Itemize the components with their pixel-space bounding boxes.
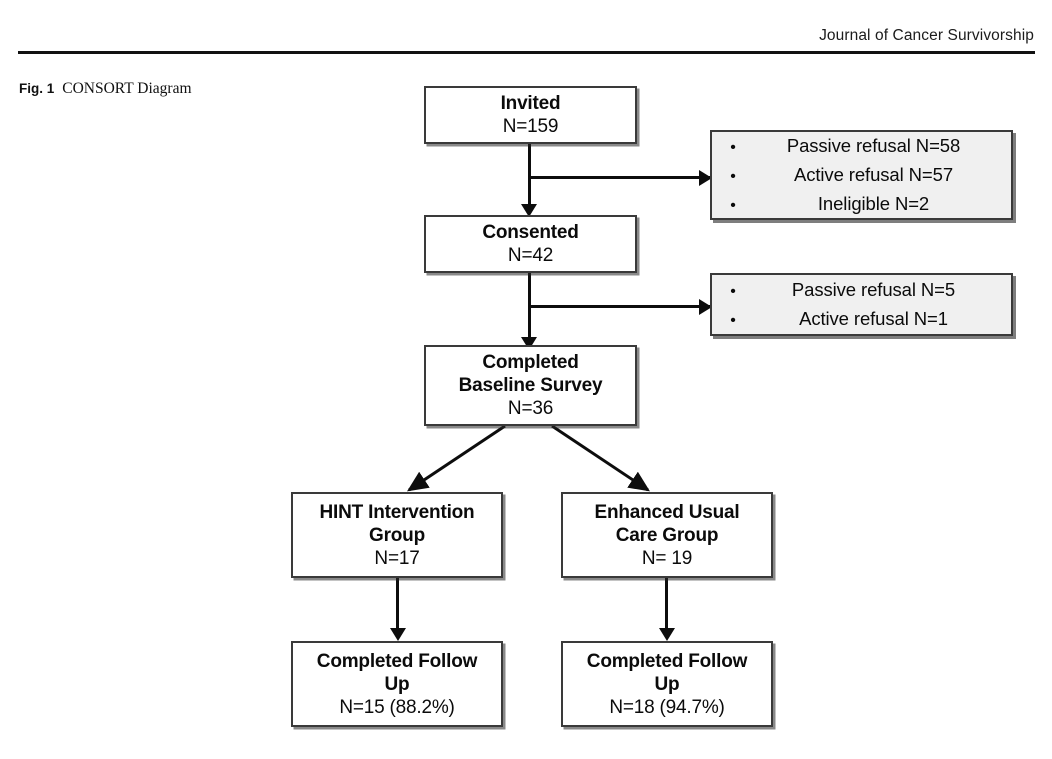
exclusion-item-text: Passive refusal N=58 <box>786 134 961 156</box>
node-invited-count: N=159 <box>502 116 559 137</box>
figure-caption: Fig. 1 CONSORT Diagram <box>19 80 192 98</box>
node-baseline-title-line2: Baseline Survey <box>458 375 603 396</box>
node-baseline-title-line1: Completed <box>482 352 579 373</box>
figure-title: CONSORT Diagram <box>62 80 192 97</box>
node-hint-followup-count: N=15 (88.2%) <box>339 696 455 718</box>
exclusion-item-text: Active refusal N=1 <box>799 307 948 329</box>
bullet-icon: • <box>730 282 736 300</box>
node-hint-title-line1: HINT Intervention <box>319 501 475 523</box>
bullet-icon: • <box>730 138 736 156</box>
connector-consented-to-exclusion2 <box>528 305 710 308</box>
bullet-icon: • <box>730 196 736 214</box>
running-head: Journal of Cancer Survivorship <box>819 27 1034 44</box>
node-euc-followup-title-line2: Up <box>654 673 680 695</box>
exclusion-item-text: Passive refusal N=5 <box>791 278 956 300</box>
node-euc-followup: Completed Follow Up N=18 (94.7%) <box>561 641 773 727</box>
node-euc-title-line1: Enhanced Usual <box>594 501 740 523</box>
exclusion-item-text: Active refusal N=57 <box>793 163 954 185</box>
bullet-icon: • <box>730 167 736 185</box>
exclusion-item: • Active refusal N=1 <box>720 305 1001 334</box>
node-euc-followup-title-line1: Completed Follow <box>586 650 748 672</box>
exclusion-box-consented: • Passive refusal N=5 • Active refusal N… <box>710 273 1013 336</box>
arrowhead-exclusion2 <box>699 299 712 315</box>
figure-label: Fig. 1 <box>19 81 55 96</box>
exclusion-item: • Passive refusal N=5 <box>720 276 1001 305</box>
exclusion-box-invited: • Passive refusal N=58 • Active refusal … <box>710 130 1013 220</box>
connector-euc-to-followup <box>665 578 668 634</box>
node-invited-title: Invited <box>500 93 561 114</box>
exclusion-item-text: Ineligible N=2 <box>817 192 930 214</box>
node-hint-title-line2: Group <box>369 524 425 546</box>
bullet-icon: • <box>730 311 736 329</box>
header-rule <box>18 51 1035 54</box>
arrowhead-exclusion1 <box>699 170 712 186</box>
exclusion-item: • Passive refusal N=58 <box>720 132 1001 161</box>
node-enhanced-usual-care-group: Enhanced Usual Care Group N= 19 <box>561 492 773 578</box>
node-baseline-count: N=36 <box>507 398 554 419</box>
node-baseline-survey: Completed Baseline Survey N=36 <box>424 345 637 426</box>
node-euc-count: N= 19 <box>641 547 693 569</box>
arrowhead-hint-followup <box>390 628 406 641</box>
node-consented: Consented N=42 <box>424 215 637 273</box>
node-hint-followup-title-line2: Up <box>384 673 410 695</box>
exclusion-item: • Ineligible N=2 <box>720 190 1001 219</box>
arrowhead-consented <box>521 204 537 217</box>
connector-consented-to-baseline <box>528 273 531 343</box>
connector-hint-to-followup <box>396 578 399 634</box>
node-hint-count: N=17 <box>374 547 420 569</box>
node-euc-title-line2: Care Group <box>615 524 719 546</box>
node-invited: Invited N=159 <box>424 86 637 144</box>
node-hint-intervention-group: HINT Intervention Group N=17 <box>291 492 503 578</box>
node-euc-followup-count: N=18 (94.7%) <box>609 696 725 718</box>
node-hint-followup-title-line1: Completed Follow <box>316 650 478 672</box>
exclusion-item: • Active refusal N=57 <box>720 161 1001 190</box>
arrowhead-euc-followup <box>659 628 675 641</box>
connector-invited-to-exclusion1 <box>528 176 710 179</box>
node-consented-title: Consented <box>482 222 579 243</box>
node-hint-followup: Completed Follow Up N=15 (88.2%) <box>291 641 503 727</box>
node-consented-count: N=42 <box>507 245 554 266</box>
